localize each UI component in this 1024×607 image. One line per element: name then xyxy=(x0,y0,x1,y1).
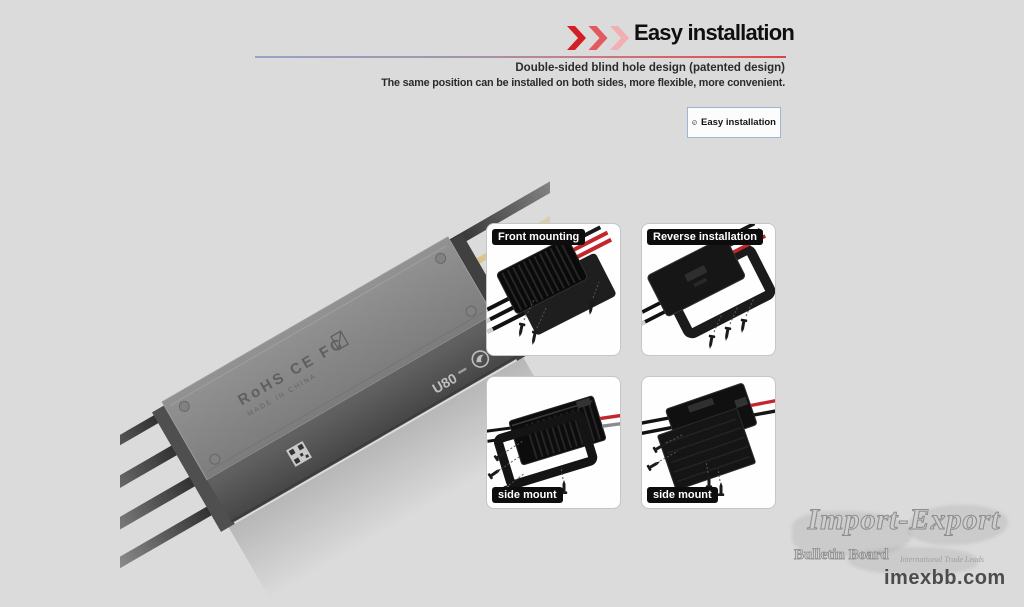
watermark-tagline: International Trade Leads xyxy=(900,555,985,564)
brand-logo-icon xyxy=(471,350,490,368)
triple-chevron-icon xyxy=(567,26,629,50)
imexbb-watermark: Import-Export Bulletin Board Internation… xyxy=(788,503,1020,603)
panel-reverse-installation: Reverse installation xyxy=(641,223,776,356)
esc-left-endcap xyxy=(151,404,235,532)
watermark-subtitle: Bulletin Board xyxy=(794,547,889,564)
esc-body-group: RoHS CE FC MADE IN CHINA U80 xyxy=(120,150,550,605)
esc-reflection xyxy=(228,357,550,601)
world-map-graphic xyxy=(792,511,912,557)
easy-installation-badge: Easy installation xyxy=(687,107,781,138)
side-mount-frame-illustration xyxy=(487,395,620,496)
wire-black-left-1 xyxy=(120,407,172,544)
subtitle-line-2: The same position can be installed on bo… xyxy=(381,77,785,89)
top-face-groove-1 xyxy=(169,245,448,406)
watermark-title: Import-Export xyxy=(807,503,1001,537)
watermark-domain: imexbb.com xyxy=(884,567,1006,589)
panel-side-mount-plate: side mount xyxy=(641,376,776,509)
panel-label: side mount xyxy=(647,487,718,503)
badge-label: Easy installation xyxy=(701,117,776,128)
panel-front-mounting: Front mounting xyxy=(486,223,621,356)
panel-label: side mount xyxy=(492,487,563,503)
subtitle-block: Double-sided blind hole design (patented… xyxy=(365,61,785,91)
subtitle-line-1: Double-sided blind hole design (patented… xyxy=(515,62,785,74)
esc-side-face xyxy=(207,314,518,524)
chevron-2 xyxy=(588,26,608,50)
main-product-image: RoHS CE FC MADE IN CHINA U80 xyxy=(120,150,550,605)
top-face-groove-2 xyxy=(207,310,486,472)
wire-black-left-3 xyxy=(120,469,208,605)
chevron-3 xyxy=(610,26,629,50)
side-face-bottom-edge xyxy=(230,355,518,523)
world-map-graphic xyxy=(848,547,978,575)
weee-bin-icon xyxy=(330,330,350,351)
chevron-1 xyxy=(567,26,586,50)
hand-screw-icon xyxy=(692,120,697,125)
panel-side-mount-frame: side mount xyxy=(486,376,621,509)
esc-top-face xyxy=(161,236,494,481)
side-mount-plate-illustration xyxy=(642,383,775,496)
title-divider xyxy=(255,56,786,58)
top-face-screws xyxy=(178,252,477,465)
page-title: Easy installation xyxy=(634,20,795,45)
wire-black-left-2 xyxy=(120,438,190,576)
panel-label: Reverse installation xyxy=(647,229,763,245)
weee-bin-cross xyxy=(337,331,342,350)
panel-label: Front mounting xyxy=(492,229,586,245)
wire-black-right xyxy=(445,150,550,251)
model-dash xyxy=(457,367,467,375)
wire-black-left-4 xyxy=(120,499,225,605)
reverse-installation-illustration xyxy=(642,224,775,350)
qr-code xyxy=(285,440,312,467)
